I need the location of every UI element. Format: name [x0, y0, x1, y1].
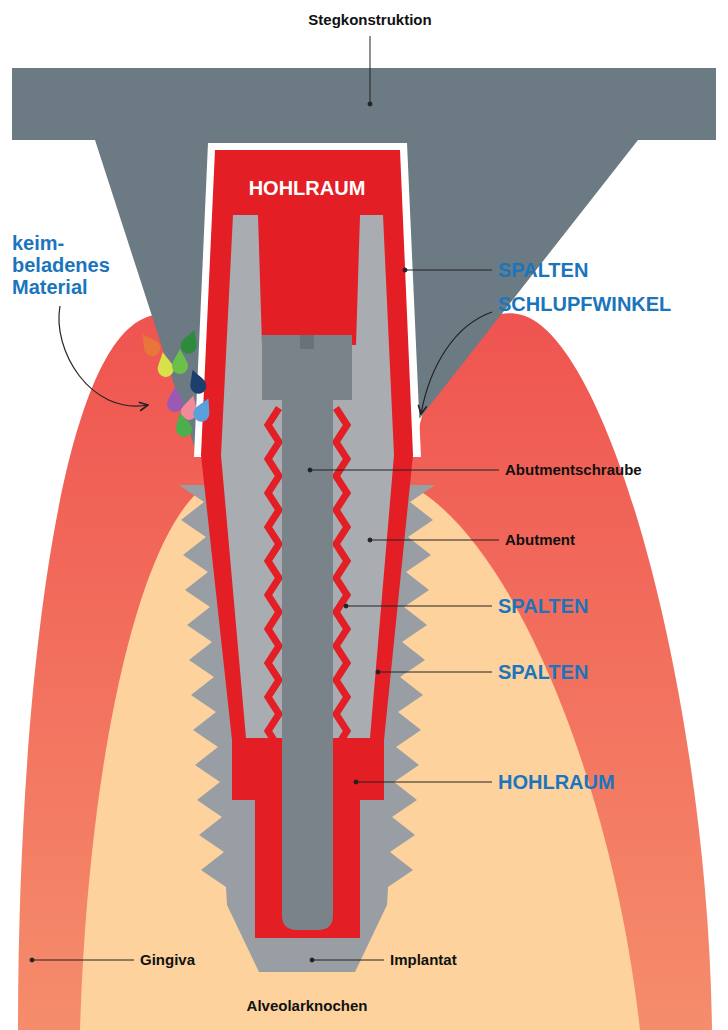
pointer-arrow — [59, 306, 148, 406]
callout-label: SCHLUPFWINKEL — [498, 293, 671, 315]
part-label: Stegkonstruktion — [308, 12, 431, 29]
cavity-label: HOHLRAUM — [249, 177, 366, 199]
callout-label: SPALTEN — [498, 259, 588, 281]
part-label: Abutmentschraube — [505, 462, 642, 479]
callout-label: keim- beladenes Material — [12, 232, 124, 298]
germ-drops — [136, 327, 216, 439]
part-label: Abutment — [505, 532, 575, 549]
part-label: Implantat — [390, 952, 457, 969]
callout-label: SPALTEN — [498, 661, 588, 683]
pointer-arrow — [421, 312, 492, 414]
abutment-inner — [258, 215, 360, 345]
cavity-red — [201, 150, 413, 938]
part-label: Alveolarknochen — [247, 998, 368, 1015]
part-label: Gingiva — [140, 952, 195, 969]
thread-gap — [336, 408, 347, 901]
leader-lines — [30, 36, 499, 962]
callout-label: SPALTEN — [498, 595, 588, 617]
screw-slot — [300, 335, 314, 349]
abutment-screw — [262, 335, 352, 930]
callout-label: HOHLRAUM — [498, 771, 615, 793]
thread-gap — [268, 408, 279, 901]
